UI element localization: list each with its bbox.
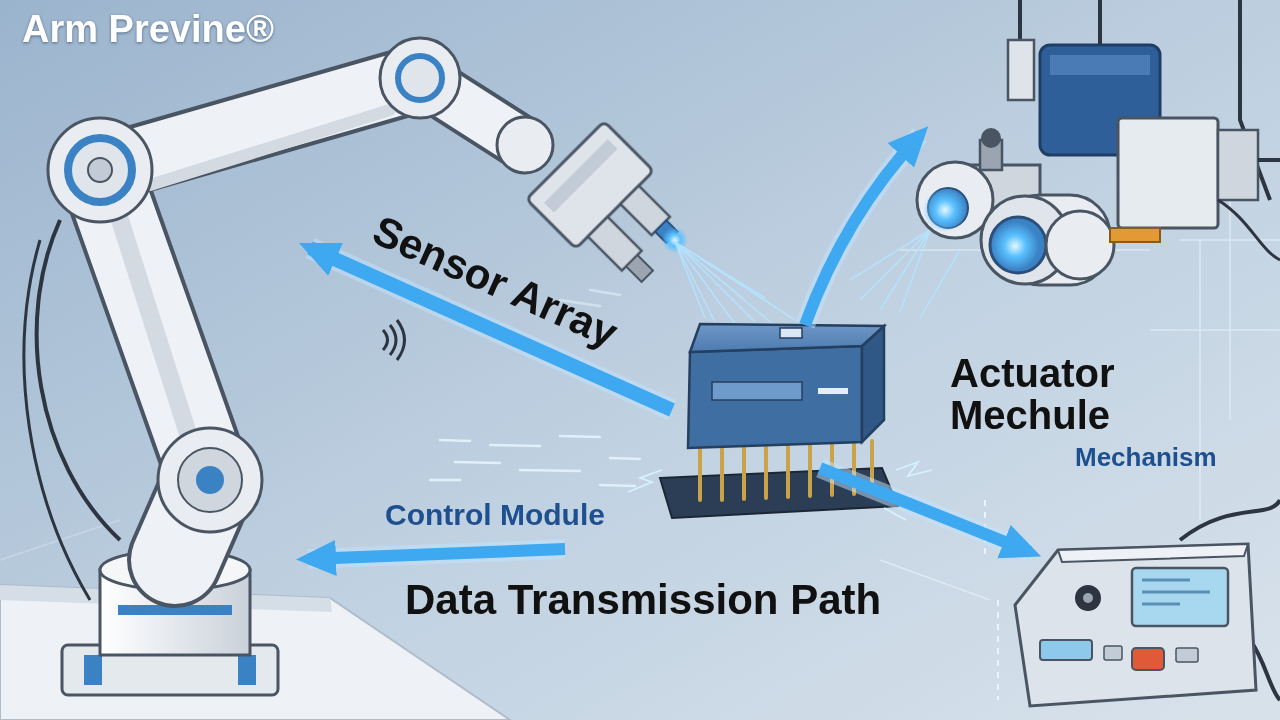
part-label: Data Transmission Path	[405, 576, 881, 624]
controller-device	[1083, 593, 1093, 603]
robot-arm	[497, 117, 553, 173]
controller-device	[1142, 580, 1210, 604]
spray-beam	[675, 242, 795, 326]
actuator-machine	[1218, 200, 1280, 260]
controller-device	[1180, 500, 1280, 540]
controller-device	[1058, 544, 1248, 562]
robot-arm	[24, 240, 90, 600]
robot-arm	[88, 158, 112, 182]
chip-module	[712, 382, 802, 400]
robot-arm	[238, 655, 256, 685]
controller-device	[1075, 585, 1101, 611]
actuator-machine	[1046, 211, 1114, 279]
controller-device	[1132, 568, 1228, 626]
actuator-machine	[1008, 40, 1034, 100]
actuator-machine	[1050, 55, 1150, 75]
flow-arrows	[820, 468, 1030, 552]
flow-arrows	[805, 135, 920, 325]
actuator-machine	[1218, 130, 1258, 200]
flow-arrows	[308, 135, 1030, 559]
wifi-symbol	[383, 320, 405, 360]
actuator-machine	[990, 217, 1046, 273]
actuator-machine	[981, 128, 1001, 148]
wifi-symbol	[397, 320, 405, 360]
robot-arm	[398, 56, 442, 100]
actuator-machine	[1118, 118, 1218, 228]
robot-arm	[626, 255, 653, 282]
flow-arrows	[308, 549, 565, 559]
robot-arm	[158, 428, 262, 532]
actuator-machine	[1110, 228, 1160, 242]
robot-arm	[48, 118, 152, 222]
flow-arrows	[308, 549, 565, 559]
actuator-machine	[1258, 158, 1280, 162]
actuator-machine	[991, 222, 1039, 270]
chip-module	[780, 328, 802, 338]
wifi-symbol	[383, 330, 388, 350]
robot-arm	[526, 121, 653, 248]
controller-device	[985, 500, 1280, 706]
chip-module	[690, 324, 884, 352]
robot-arm	[196, 466, 224, 494]
robot-arm	[544, 139, 618, 213]
controller-device	[1104, 646, 1122, 660]
robot-arm	[150, 110, 390, 185]
machine-spray	[850, 230, 960, 318]
robot-arm	[380, 38, 460, 118]
actuator-machine	[923, 188, 967, 232]
flow-arrows	[805, 135, 920, 325]
part-label: Sensor Array	[365, 206, 624, 357]
spray-beam	[675, 242, 795, 326]
chip-module	[688, 346, 862, 448]
part-label: Control Module	[385, 498, 605, 533]
actuator-machine	[917, 0, 1280, 285]
data-dashes	[430, 436, 640, 486]
wifi-symbol	[390, 325, 396, 355]
robot-arm	[120, 220, 190, 440]
controller-device	[1040, 640, 1092, 660]
robot-arm	[84, 655, 102, 685]
robot-arm	[178, 448, 242, 512]
part-label: Mechanism	[1075, 443, 1217, 473]
flow-arrows	[820, 468, 1030, 552]
controller-device	[1176, 648, 1198, 662]
chip-module	[818, 388, 848, 394]
controller-device	[1015, 544, 1256, 706]
robot-arm	[68, 138, 132, 202]
controller-device	[1132, 648, 1164, 670]
part-label: Actuator Mechule	[950, 352, 1180, 436]
brand-title: Arm Previne®	[22, 8, 274, 52]
machine-spray	[850, 230, 960, 318]
robot-arm	[526, 121, 708, 303]
